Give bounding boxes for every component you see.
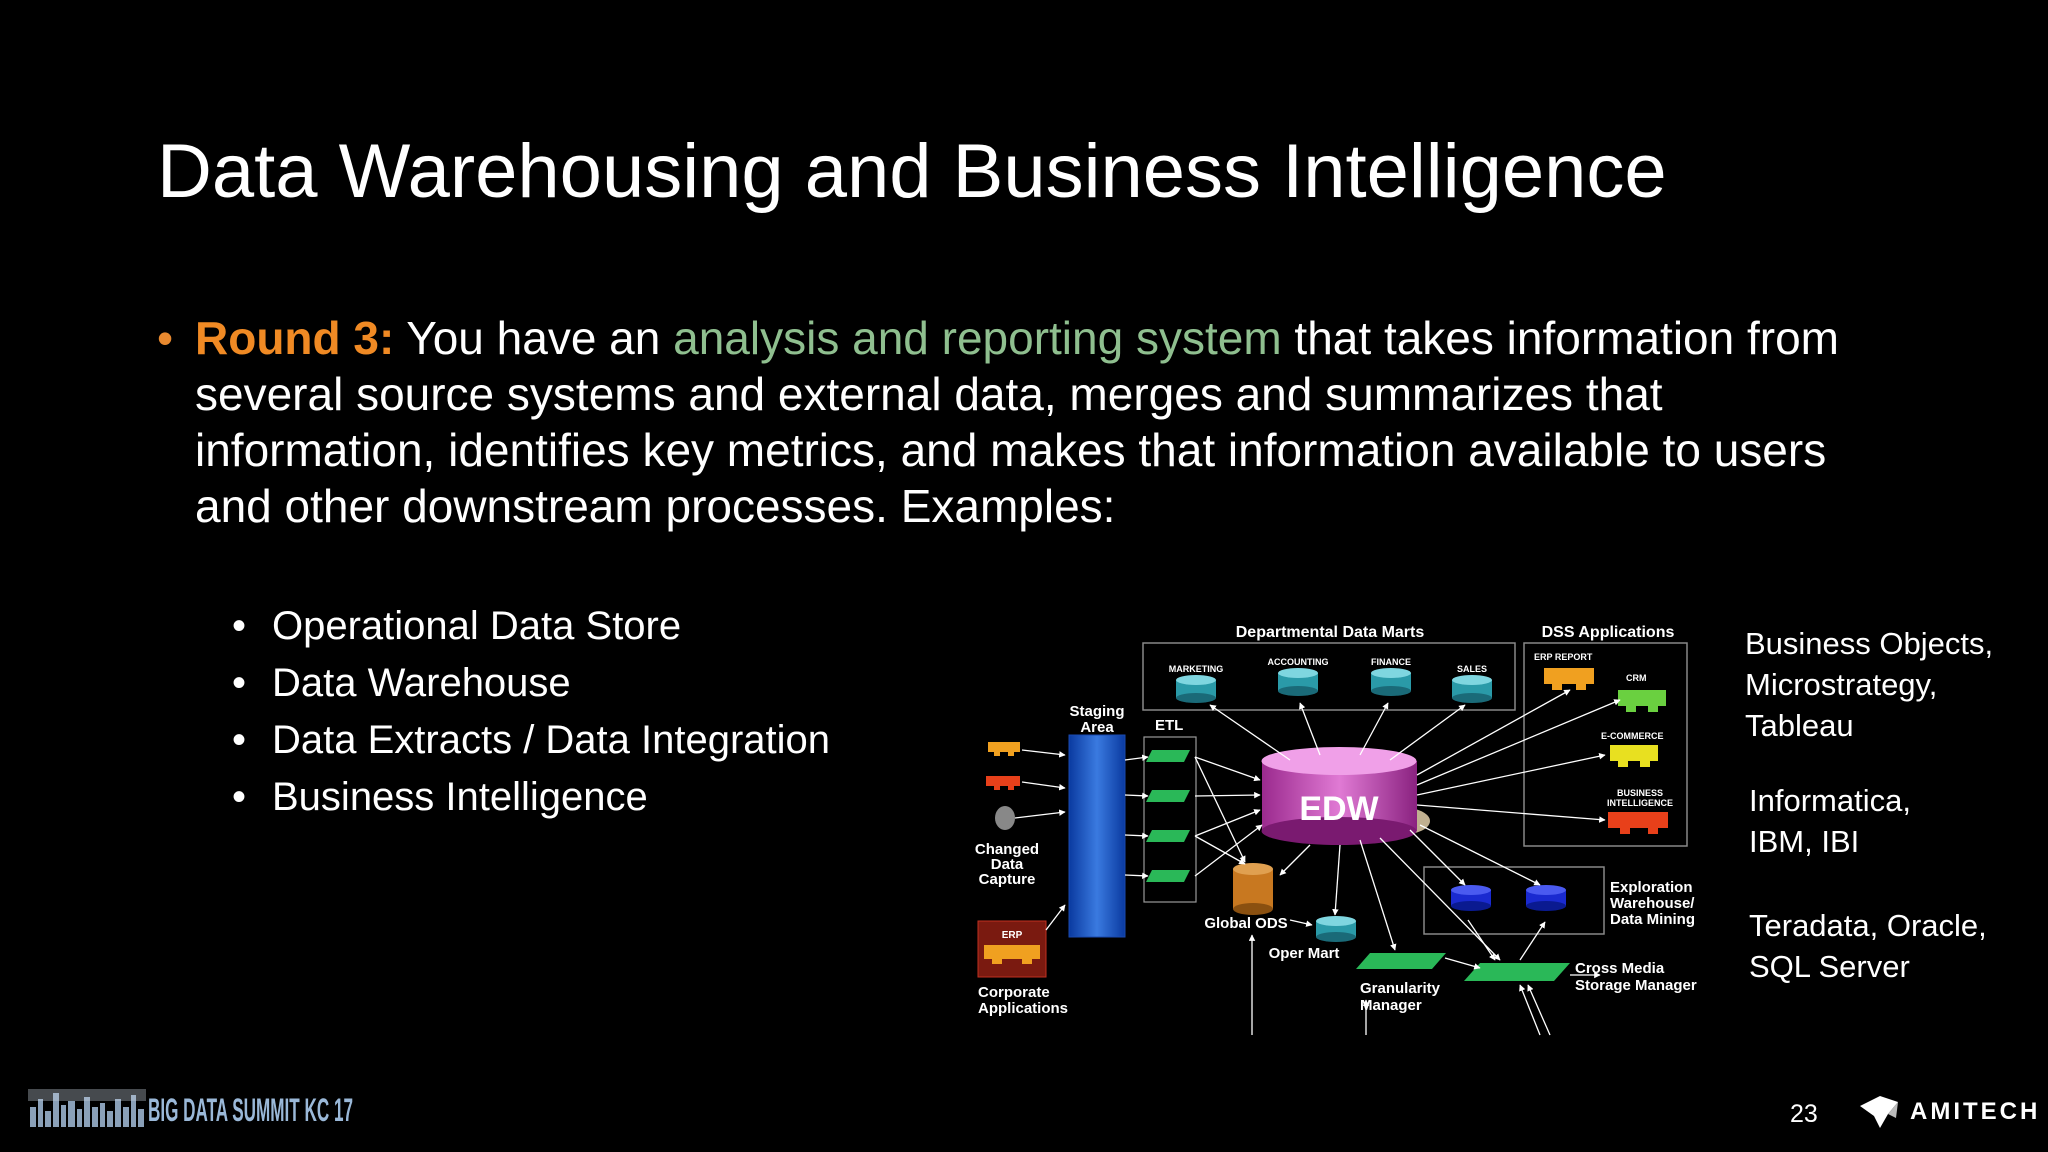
- data-label: Data: [991, 856, 1024, 873]
- bullet-dot: •: [157, 312, 174, 364]
- company-name: AMITECH: [1910, 1098, 2041, 1125]
- event-logo-text: BIG DATA SUMMIT KC 17: [148, 1092, 353, 1128]
- warehouse-label: Warehouse/: [1610, 895, 1695, 912]
- accounting-db-icon: [1278, 668, 1318, 696]
- edw-database-icon: [1261, 747, 1430, 845]
- erp-report-app-icon: [1544, 668, 1594, 690]
- round-label: Round 3:: [195, 312, 395, 364]
- erp-report-label: ERP REPORT: [1534, 652, 1593, 662]
- finance-label: FINANCE: [1371, 657, 1411, 667]
- sales-db-icon: [1452, 675, 1492, 703]
- dss-applications-group: DSS Applications ERP REPORT CRM E-COMMER…: [1523, 624, 1688, 847]
- manager-label: Manager: [1360, 997, 1422, 1014]
- erp-source-icon: [977, 920, 1047, 978]
- skyline-icon: [30, 1093, 144, 1127]
- list-item: •Operational Data Store: [232, 598, 830, 655]
- source-icons: [986, 742, 1020, 830]
- db-tools-note: Teradata, Oracle, SQL Server: [1749, 908, 1987, 984]
- ecommerce-label: E-COMMERCE: [1601, 731, 1664, 741]
- changed-data-source-icon: [995, 806, 1015, 830]
- intro-after: that takes information from several sour…: [195, 312, 1840, 532]
- granularity-manager-icon: [1356, 953, 1446, 969]
- sales-label: SALES: [1457, 664, 1487, 674]
- list-item: •Data Extracts / Data Integration: [232, 712, 830, 769]
- crm-app-icon: [1618, 690, 1666, 712]
- edw-label: EDW: [1299, 790, 1379, 828]
- applications-label: Applications: [978, 1000, 1068, 1017]
- changed-label: Changed: [975, 841, 1039, 858]
- company-logo: AMITECH: [1858, 1092, 2040, 1132]
- finance-db-icon: [1371, 668, 1411, 696]
- bi-tools-note: Business Objects, Microstrategy, Tableau: [1745, 626, 1994, 743]
- etl-step-icons: [1146, 750, 1190, 882]
- main-bullet: • Round 3: You have an analysis and repo…: [157, 310, 1857, 534]
- staging-area-column: [1068, 734, 1126, 938]
- data-marts-box: [1142, 642, 1516, 711]
- bi-app-icon: [1608, 812, 1668, 834]
- examples-list: •Operational Data Store •Data Warehouse …: [232, 598, 830, 826]
- page-number: 23: [1790, 1100, 1818, 1128]
- bullet-dot: •: [232, 661, 247, 705]
- cross-media-icon: [1464, 963, 1570, 981]
- intro-highlight: analysis and reporting system: [673, 312, 1282, 364]
- bullet-dot: •: [232, 604, 247, 648]
- accounting-label: ACCOUNTING: [1268, 657, 1329, 667]
- marketing-db-icon: [1176, 675, 1216, 703]
- amitech-logo-icon: [1860, 1096, 1898, 1128]
- crm-label: CRM: [1626, 673, 1647, 683]
- etl-label: ETL: [1155, 717, 1183, 734]
- business-label: BUSINESS: [1617, 788, 1663, 798]
- staging-label: Staging: [1070, 703, 1125, 720]
- data-marts-label: Departmental Data Marts: [1236, 624, 1425, 641]
- intro-before: You have an: [394, 312, 674, 364]
- list-item: •Business Intelligence: [232, 769, 830, 826]
- ecommerce-app-icon: [1610, 745, 1658, 767]
- dss-box: [1523, 642, 1688, 847]
- dss-label: DSS Applications: [1542, 624, 1675, 641]
- slide-title: Data Warehousing and Business Intelligen…: [157, 129, 1667, 214]
- exploration-db-icons: [1451, 885, 1566, 911]
- intelligence-label: INTELLIGENCE: [1607, 798, 1673, 808]
- oper-mart-label: Oper Mart: [1269, 945, 1340, 962]
- list-item: •Data Warehouse: [232, 655, 830, 712]
- exploration-label: Exploration: [1610, 879, 1693, 896]
- marketing-label: MARKETING: [1169, 664, 1224, 674]
- global-ods-icon: [1233, 863, 1273, 915]
- area-label: Area: [1080, 719, 1114, 736]
- erp-label: ERP: [1002, 930, 1023, 941]
- event-logo: BIG DATA SUMMIT KC 17: [28, 1089, 353, 1128]
- storage-manager-label: Storage Manager: [1575, 977, 1697, 994]
- data-mining-label: Data Mining: [1610, 911, 1695, 928]
- capture-label: Capture: [979, 871, 1036, 888]
- data-marts-group: Departmental Data Marts MARKETING ACCOUN…: [1142, 624, 1516, 711]
- etl-tools-note: Informatica, IBM, IBI: [1749, 783, 1911, 859]
- main-bullet-text: Round 3: You have an analysis and report…: [195, 310, 1857, 534]
- bullet-dot: •: [232, 718, 247, 762]
- corporate-label: Corporate: [978, 984, 1050, 1001]
- flow-arrows: [1014, 689, 1621, 1036]
- bullet-dot: •: [232, 775, 247, 819]
- global-ods-label: Global ODS: [1204, 915, 1287, 932]
- granularity-label: Granularity: [1360, 980, 1441, 997]
- etl-box: [1143, 736, 1197, 903]
- exploration-box: [1423, 866, 1605, 935]
- architecture-diagram: Departmental Data Marts MARKETING ACCOUN…: [975, 624, 1697, 1036]
- oper-mart-icon: [1316, 916, 1356, 942]
